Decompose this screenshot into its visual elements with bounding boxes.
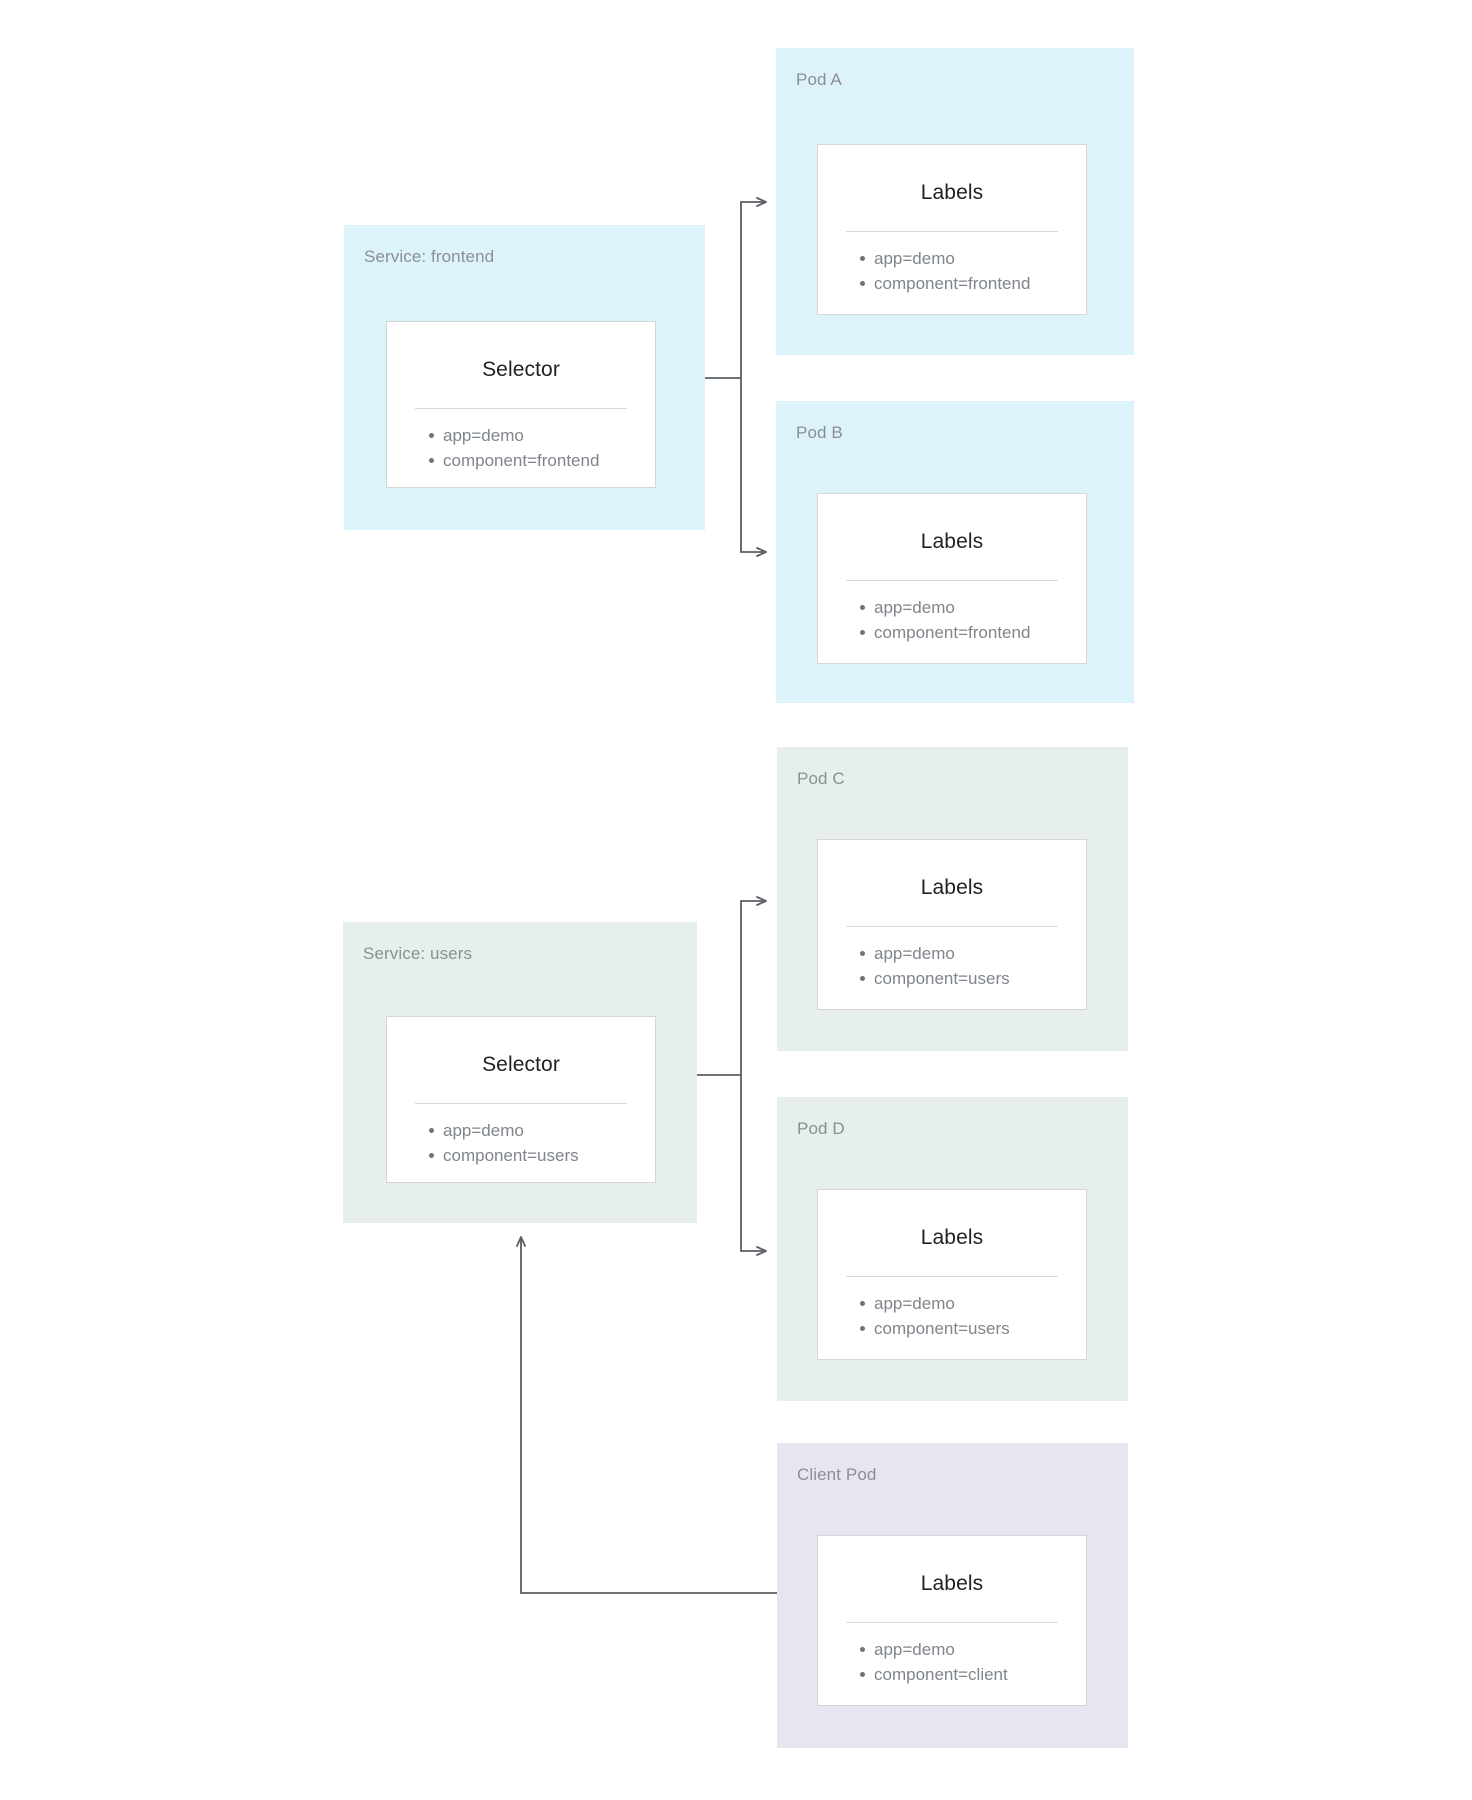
panel-title-pod-b: Pod B (796, 423, 843, 442)
label-item: app=demo (860, 1291, 1086, 1316)
label-list-client-pod: app=demo component=client (818, 1637, 1086, 1687)
card-title-pod-a: Labels (920, 181, 984, 204)
card-title-pod-b: Labels (920, 530, 984, 553)
selector-list-users: app=demo component=users (387, 1118, 655, 1168)
label-item: component=frontend (860, 271, 1086, 296)
label-item: component=users (429, 1143, 655, 1168)
edge-users-to-pods (697, 896, 767, 1256)
label-item: component=users (860, 1316, 1086, 1341)
label-item: app=demo (860, 941, 1086, 966)
card-title-selector-frontend: Selector (482, 358, 560, 381)
service-panel-frontend[interactable]: Service: frontend Selector app=demo comp… (344, 225, 705, 530)
pod-panel-pod-a[interactable]: Pod A Labels app=demo component=frontend (776, 48, 1134, 355)
panel-title-client-pod: Client Pod (797, 1465, 877, 1484)
card-title-pod-c: Labels (920, 876, 984, 899)
pod-panel-pod-d[interactable]: Pod D Labels app=demo component=users (777, 1097, 1128, 1401)
label-list-pod-a: app=demo component=frontend (818, 246, 1086, 296)
label-list-pod-d: app=demo component=users (818, 1291, 1086, 1341)
edge-client-to-users (516, 1236, 777, 1594)
labels-card-client-pod[interactable]: Labels app=demo component=client (817, 1535, 1087, 1706)
card-divider (415, 1103, 627, 1104)
panel-title-pod-a: Pod A (796, 70, 842, 89)
edge-frontend-to-pod-b (740, 378, 767, 557)
selector-list-frontend: app=demo component=frontend (387, 423, 655, 473)
label-list-pod-b: app=demo component=frontend (818, 595, 1086, 645)
card-divider (846, 580, 1058, 581)
pod-panel-pod-b[interactable]: Pod B Labels app=demo component=frontend (776, 401, 1134, 703)
label-item: app=demo (429, 1118, 655, 1143)
edge-users-to-pod-d (740, 1075, 767, 1256)
card-divider (415, 408, 627, 409)
edge-frontend-to-pods (705, 197, 767, 557)
panel-title-service-frontend: Service: frontend (364, 247, 495, 266)
selector-card-frontend[interactable]: Selector app=demo component=frontend (386, 321, 656, 488)
panel-title-service-users: Service: users (363, 944, 473, 963)
labels-card-pod-c[interactable]: Labels app=demo component=users (817, 839, 1087, 1010)
label-item: app=demo (429, 423, 655, 448)
label-item: component=frontend (860, 620, 1086, 645)
label-item: component=client (860, 1662, 1086, 1687)
labels-card-pod-b[interactable]: Labels app=demo component=frontend (817, 493, 1087, 664)
card-title-client-pod: Labels (920, 1572, 984, 1595)
labels-card-pod-d[interactable]: Labels app=demo component=users (817, 1189, 1087, 1360)
card-divider (846, 1622, 1058, 1623)
label-item: app=demo (860, 246, 1086, 271)
label-list-pod-c: app=demo component=users (818, 941, 1086, 991)
label-item: app=demo (860, 595, 1086, 620)
edge-frontend-to-pod-a (740, 197, 767, 378)
label-item: component=users (860, 966, 1086, 991)
card-divider (846, 926, 1058, 927)
service-panel-users[interactable]: Service: users Selector app=demo compone… (343, 922, 697, 1223)
card-title-pod-d: Labels (920, 1226, 984, 1249)
labels-card-pod-a[interactable]: Labels app=demo component=frontend (817, 144, 1087, 315)
label-item: component=frontend (429, 448, 655, 473)
pod-panel-client-pod[interactable]: Client Pod Labels app=demo component=cli… (777, 1443, 1128, 1748)
panel-title-pod-c: Pod C (797, 769, 845, 788)
label-item: app=demo (860, 1637, 1086, 1662)
card-divider (846, 1276, 1058, 1277)
pod-panel-pod-c[interactable]: Pod C Labels app=demo component=users (777, 747, 1128, 1051)
panel-title-pod-d: Pod D (797, 1119, 845, 1138)
edge-users-to-pod-c (740, 896, 767, 1075)
card-divider (846, 231, 1058, 232)
selector-card-users[interactable]: Selector app=demo component=users (386, 1016, 656, 1183)
card-title-selector-users: Selector (482, 1053, 560, 1076)
